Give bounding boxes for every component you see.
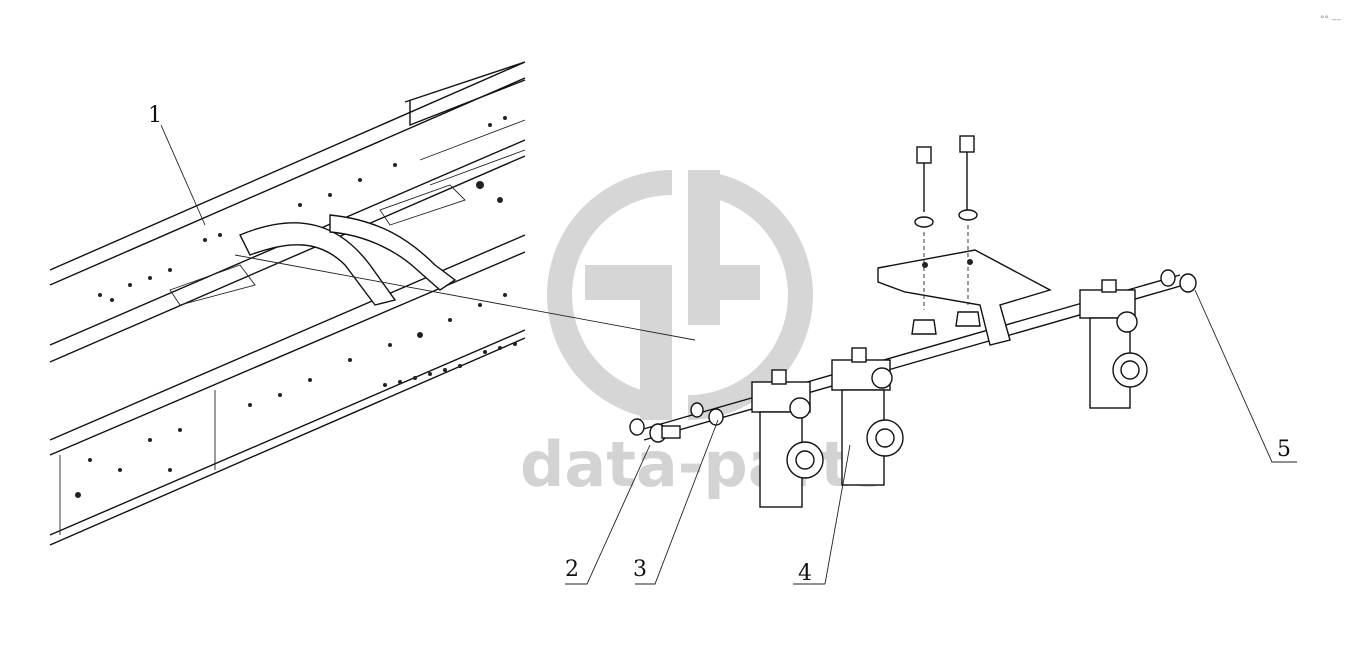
dp-logo-icon [547, 170, 813, 420]
watermark-text: data-parts [520, 428, 887, 501]
right-end-fittings [1160, 269, 1197, 293]
callout-2: 2 [565, 557, 579, 582]
frame-rail-assembly [49, 61, 526, 546]
callout-5: 5 [1277, 437, 1291, 462]
corner-mark: °° –– [1320, 15, 1341, 25]
valve-middle [831, 347, 904, 486]
callout-leaders [160, 124, 1297, 585]
watermark: data-parts [520, 170, 887, 501]
valve-right [1079, 279, 1148, 409]
callout-4: 4 [798, 561, 812, 586]
callout-1: 1 [148, 103, 162, 128]
mounting-bolts [911, 135, 981, 335]
callout-labels: 1 2 3 4 5 [148, 103, 1291, 586]
valve-assembly [629, 135, 1197, 508]
valve-left [751, 369, 824, 508]
callout-3: 3 [633, 557, 647, 582]
left-end-fittings [629, 402, 724, 443]
